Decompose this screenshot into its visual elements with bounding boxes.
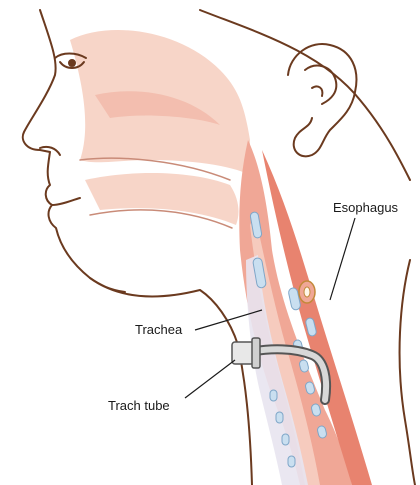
nasal-cavity: [70, 30, 250, 175]
esophagus-label: Esophagus: [333, 200, 399, 215]
trach-tube-leader: [185, 360, 235, 398]
trachea-label: Trachea: [135, 322, 183, 337]
oral-cavity: [85, 173, 238, 225]
ear: [288, 44, 356, 156]
larynx: [299, 281, 315, 303]
trach-tube-label: Trach tube: [108, 398, 170, 413]
esophagus-leader: [330, 218, 355, 300]
